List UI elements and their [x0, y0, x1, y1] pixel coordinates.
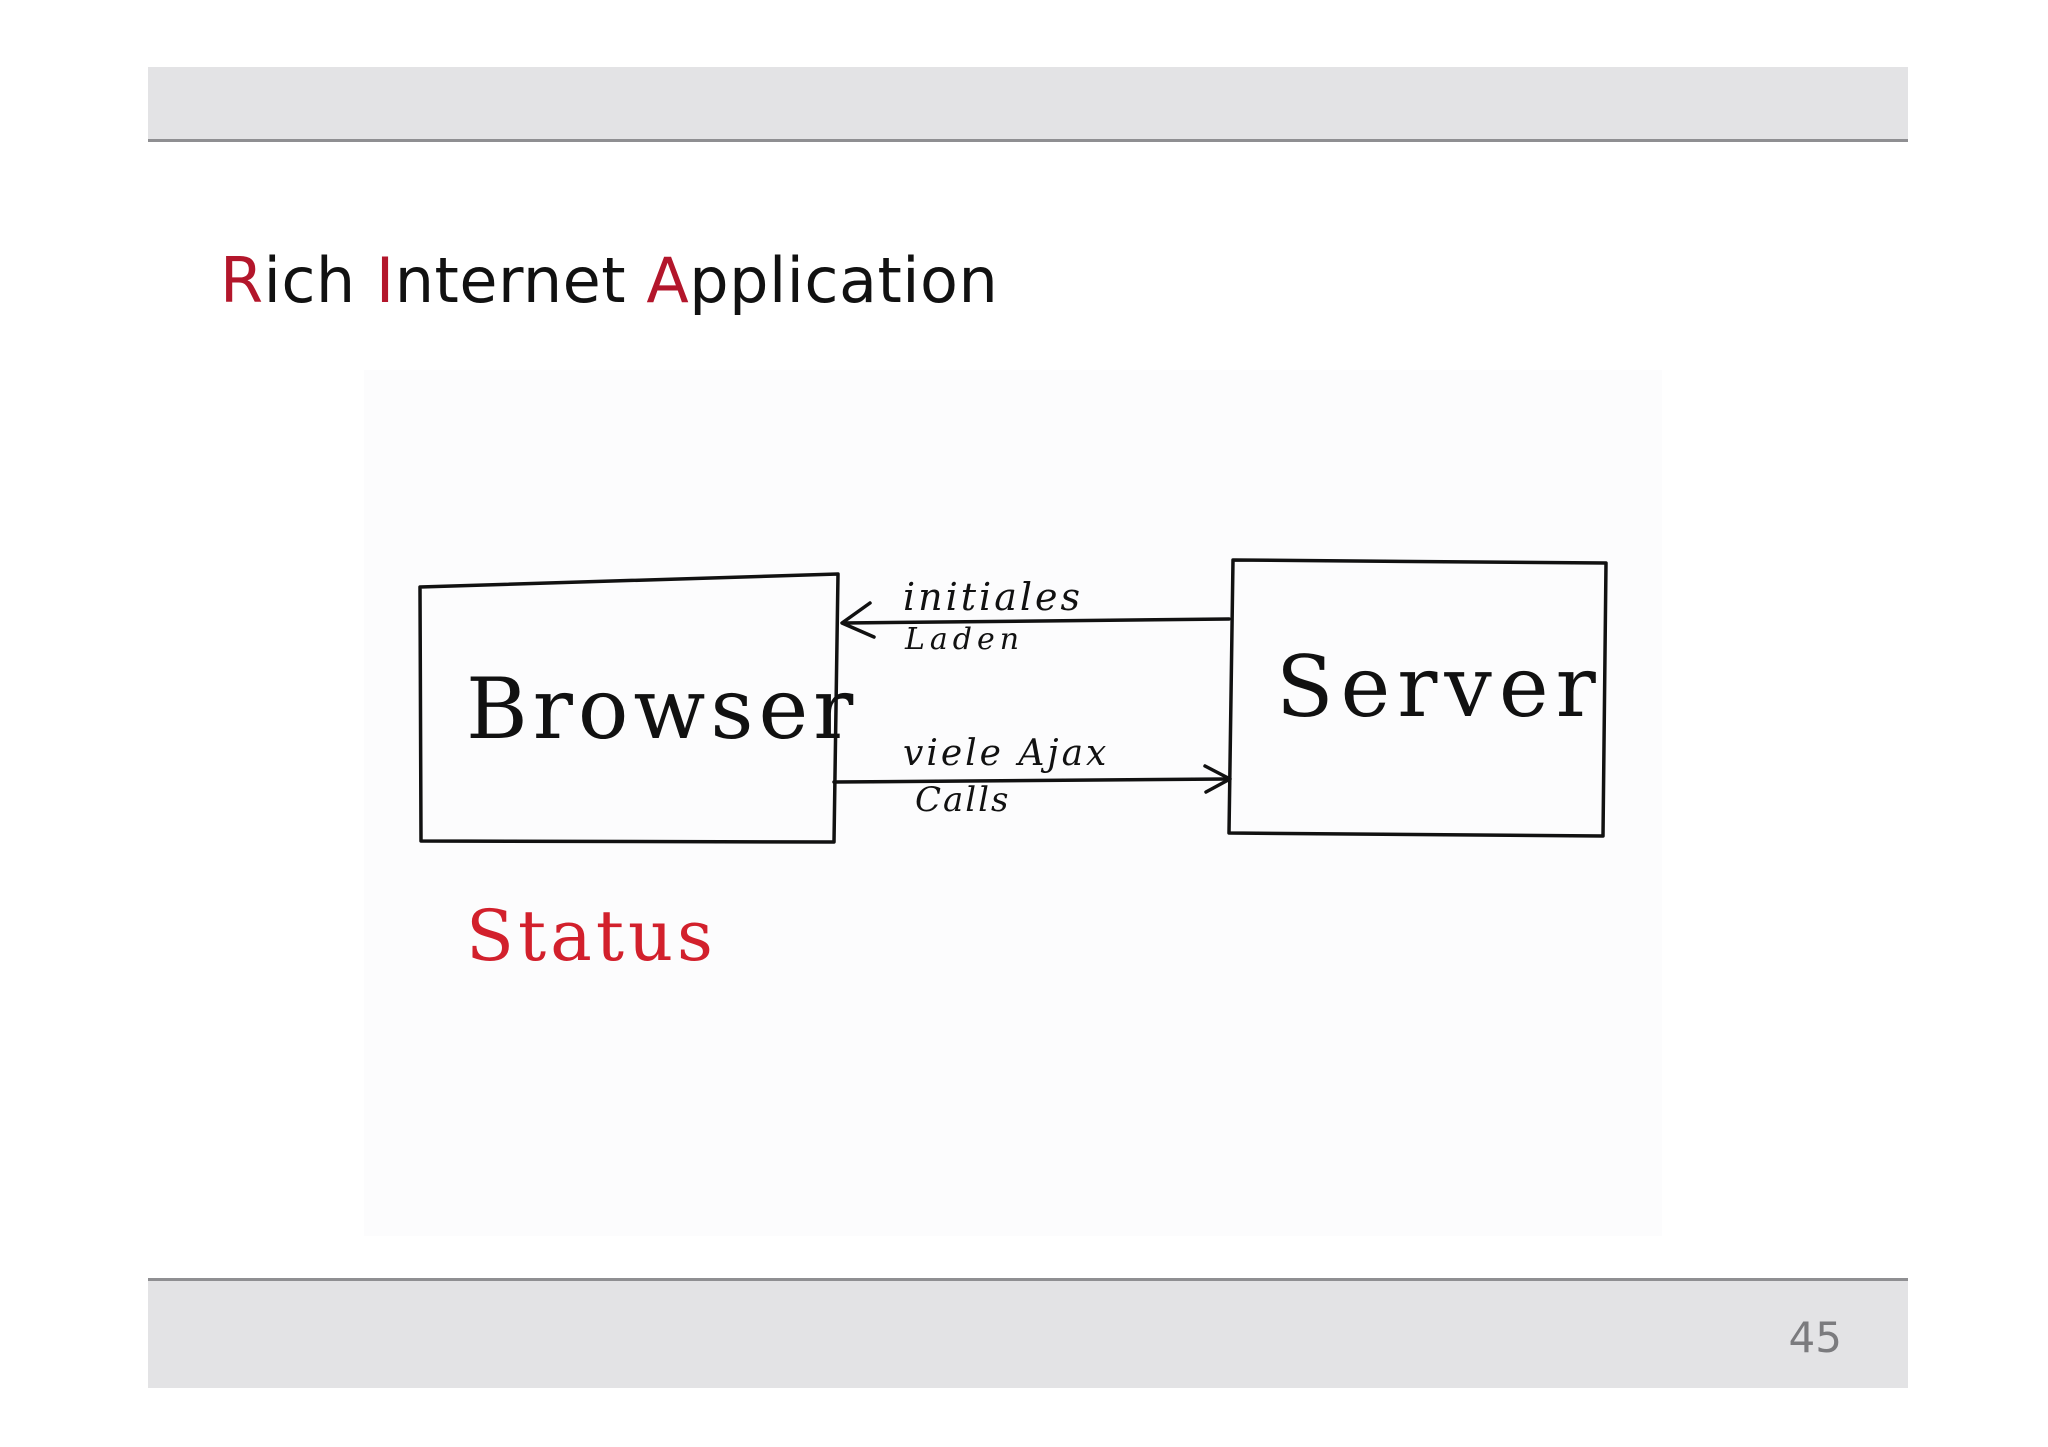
- title-initial-a: A: [646, 244, 690, 317]
- browser-box: [418, 572, 840, 844]
- header-bar: [148, 67, 1908, 142]
- title-initial-i: I: [375, 244, 395, 317]
- initial-load-label-line1: initiales: [903, 575, 1084, 619]
- status-note: Status: [466, 895, 717, 977]
- ajax-calls-label-line1: viele Ajax: [903, 733, 1110, 774]
- sketch-image-area: [364, 370, 1662, 1236]
- browser-label: Browser: [466, 660, 859, 758]
- ajax-calls-arrowhead: [1203, 764, 1232, 794]
- footer-bar: 45: [148, 1278, 1908, 1388]
- ajax-calls-label-line2: Calls: [915, 780, 1011, 820]
- title-initial-r: R: [220, 244, 264, 317]
- initial-load-arrowhead: [840, 601, 876, 639]
- initial-load-arrow-line: [842, 617, 1231, 625]
- title-text-rich: ich: [263, 244, 376, 317]
- slide-title: Rich Internet Application: [220, 244, 998, 317]
- title-text-internet: nternet: [394, 244, 647, 317]
- title-text-application: pplication: [689, 244, 999, 317]
- ajax-calls-arrow-line: [832, 777, 1229, 784]
- server-label: Server: [1276, 638, 1603, 736]
- server-box: [1227, 558, 1608, 838]
- initial-load-label-line2: Laden: [905, 622, 1025, 657]
- page-number: 45: [1788, 1313, 1842, 1362]
